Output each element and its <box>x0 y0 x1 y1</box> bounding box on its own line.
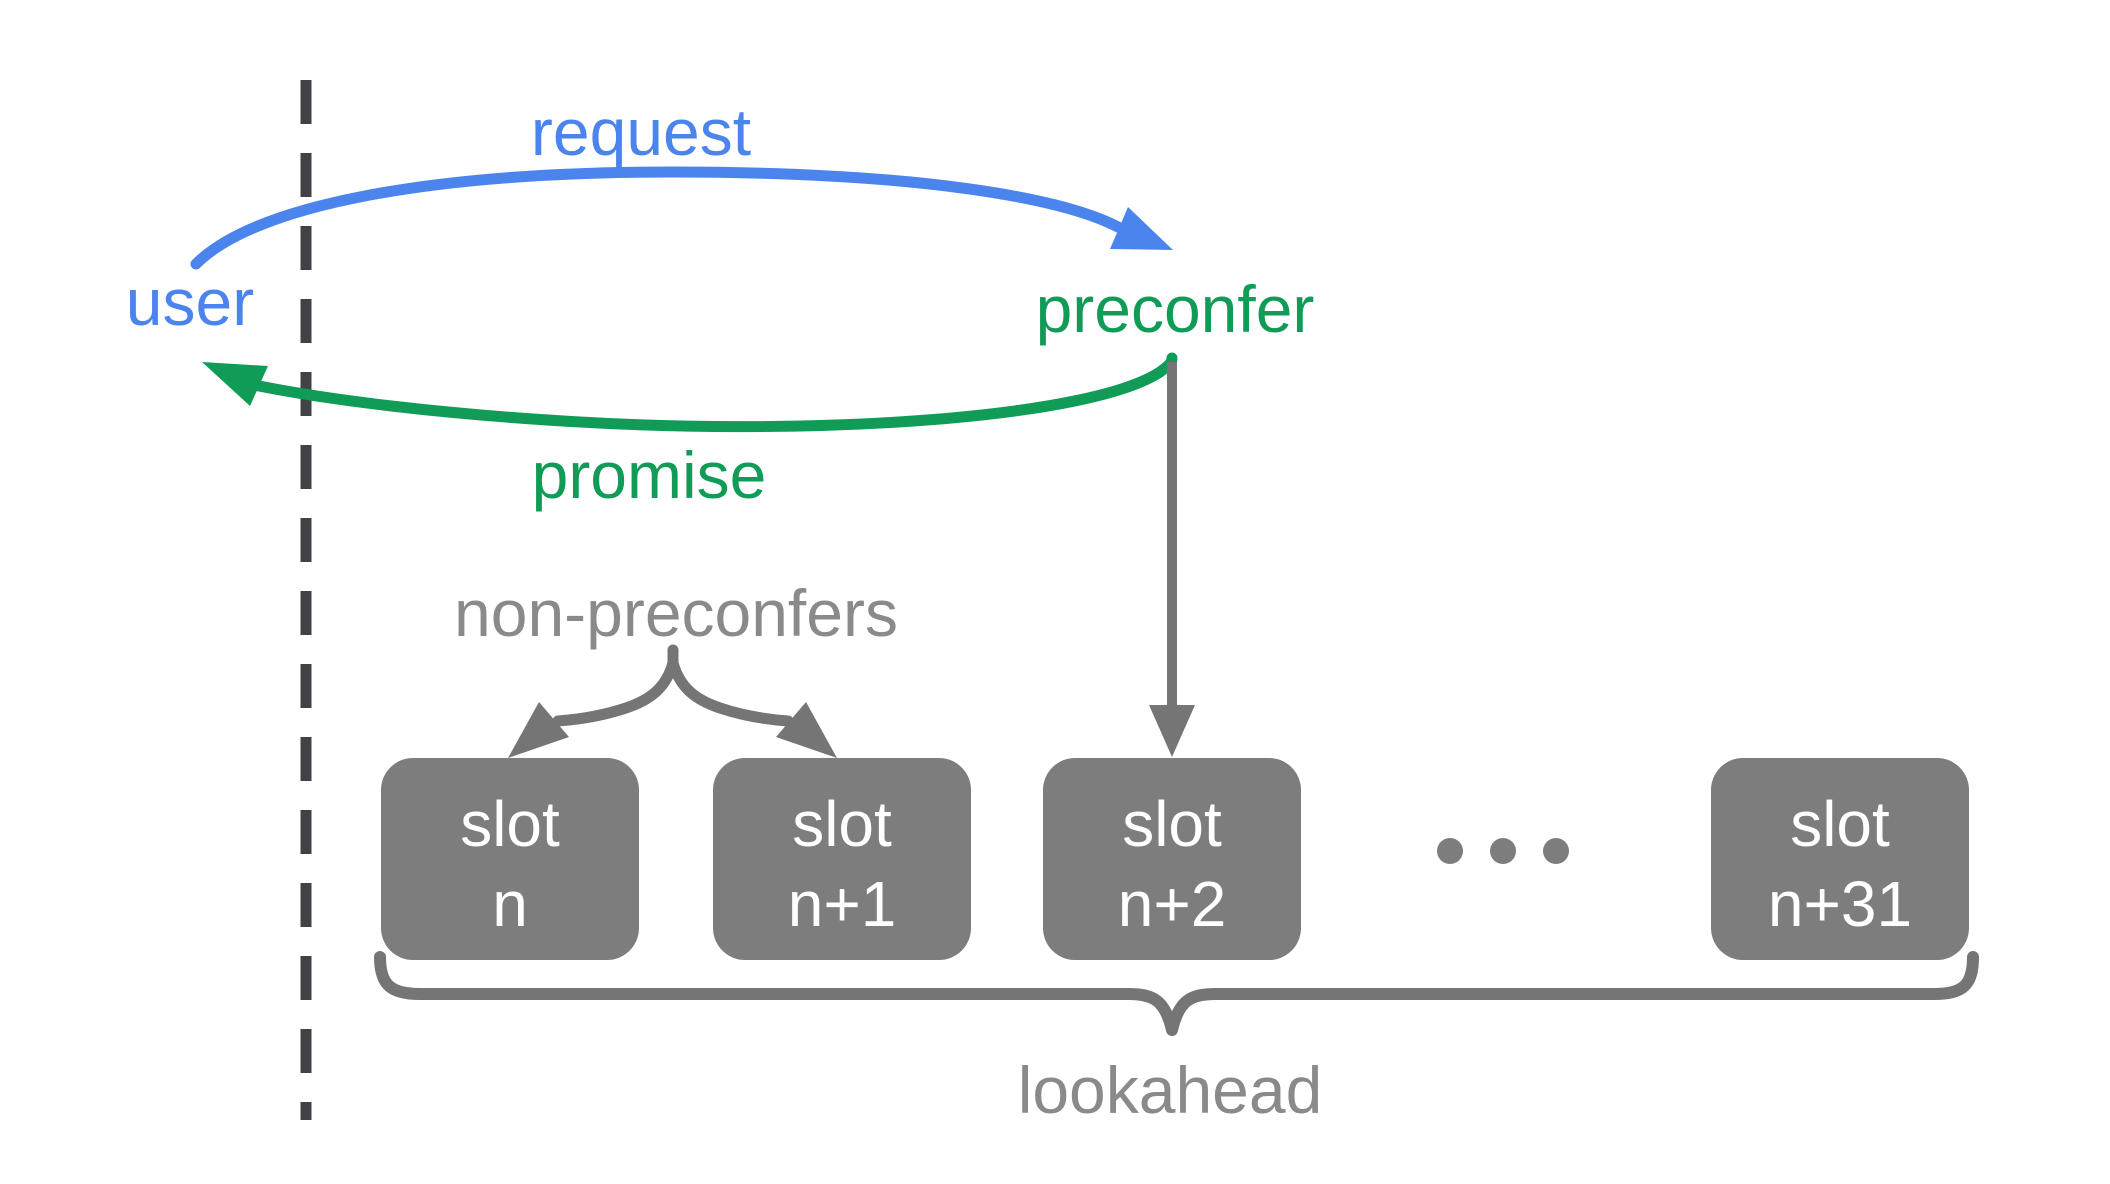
request-message-label: request <box>531 95 751 169</box>
slot-n-label-line2: n <box>492 868 528 940</box>
lookahead-brace-icon <box>374 951 1979 1036</box>
slot-n1-label-line1: slot <box>792 788 892 860</box>
slot-n31-label-line2: n+31 <box>1768 868 1912 940</box>
slot-box-n2-rect <box>1043 758 1301 960</box>
slot-n31-label-line1: slot <box>1790 788 1890 860</box>
promise-arrow-curve <box>253 352 1178 433</box>
request-arrowhead-icon <box>1110 207 1173 250</box>
non-preconfers-label: non-preconfers <box>454 576 898 650</box>
ellipsis-dots-icon <box>1437 838 1569 864</box>
slot-box-n31: slot n+31 <box>1711 758 1969 960</box>
preconfer-to-slot-arrowhead-icon <box>1149 705 1195 757</box>
slot-box-n2: slot n+2 <box>1043 758 1301 960</box>
slot-n-label-line1: slot <box>460 788 560 860</box>
promise-arrow-icon <box>202 352 1178 433</box>
request-arrow-icon <box>190 166 1173 270</box>
promise-message-label: promise <box>532 438 767 512</box>
ellipsis-dot-3 <box>1543 838 1569 864</box>
slot-box-n1-rect <box>713 758 971 960</box>
request-arrow-curve <box>190 166 1124 270</box>
preconfer-actor-label: preconfer <box>1036 272 1315 346</box>
non-preconfers-fork-icon <box>508 644 837 758</box>
promise-arrowhead-icon <box>202 362 268 406</box>
preconfer-to-slot-arrow-icon <box>1149 362 1195 757</box>
ellipsis-dot-2 <box>1490 838 1516 864</box>
fork-right-branch <box>667 657 794 727</box>
slot-n2-label-line2: n+2 <box>1118 868 1227 940</box>
fork-left-branch <box>552 657 679 727</box>
lookahead-label: lookahead <box>1018 1053 1323 1127</box>
slot-box-n31-rect <box>1711 758 1969 960</box>
slot-row: slot n slot n+1 slot n+2 slot n+31 <box>381 758 1969 960</box>
fork-right-arrowhead-icon <box>776 702 837 758</box>
user-actor-label: user <box>126 265 254 339</box>
slot-box-n1: slot n+1 <box>713 758 971 960</box>
slot-n2-label-line1: slot <box>1122 788 1222 860</box>
ellipsis-dot-1 <box>1437 838 1463 864</box>
slot-box-n-rect <box>381 758 639 960</box>
slot-n1-label-line2: n+1 <box>788 868 897 940</box>
slot-box-n: slot n <box>381 758 639 960</box>
fork-left-arrowhead-icon <box>508 702 569 758</box>
